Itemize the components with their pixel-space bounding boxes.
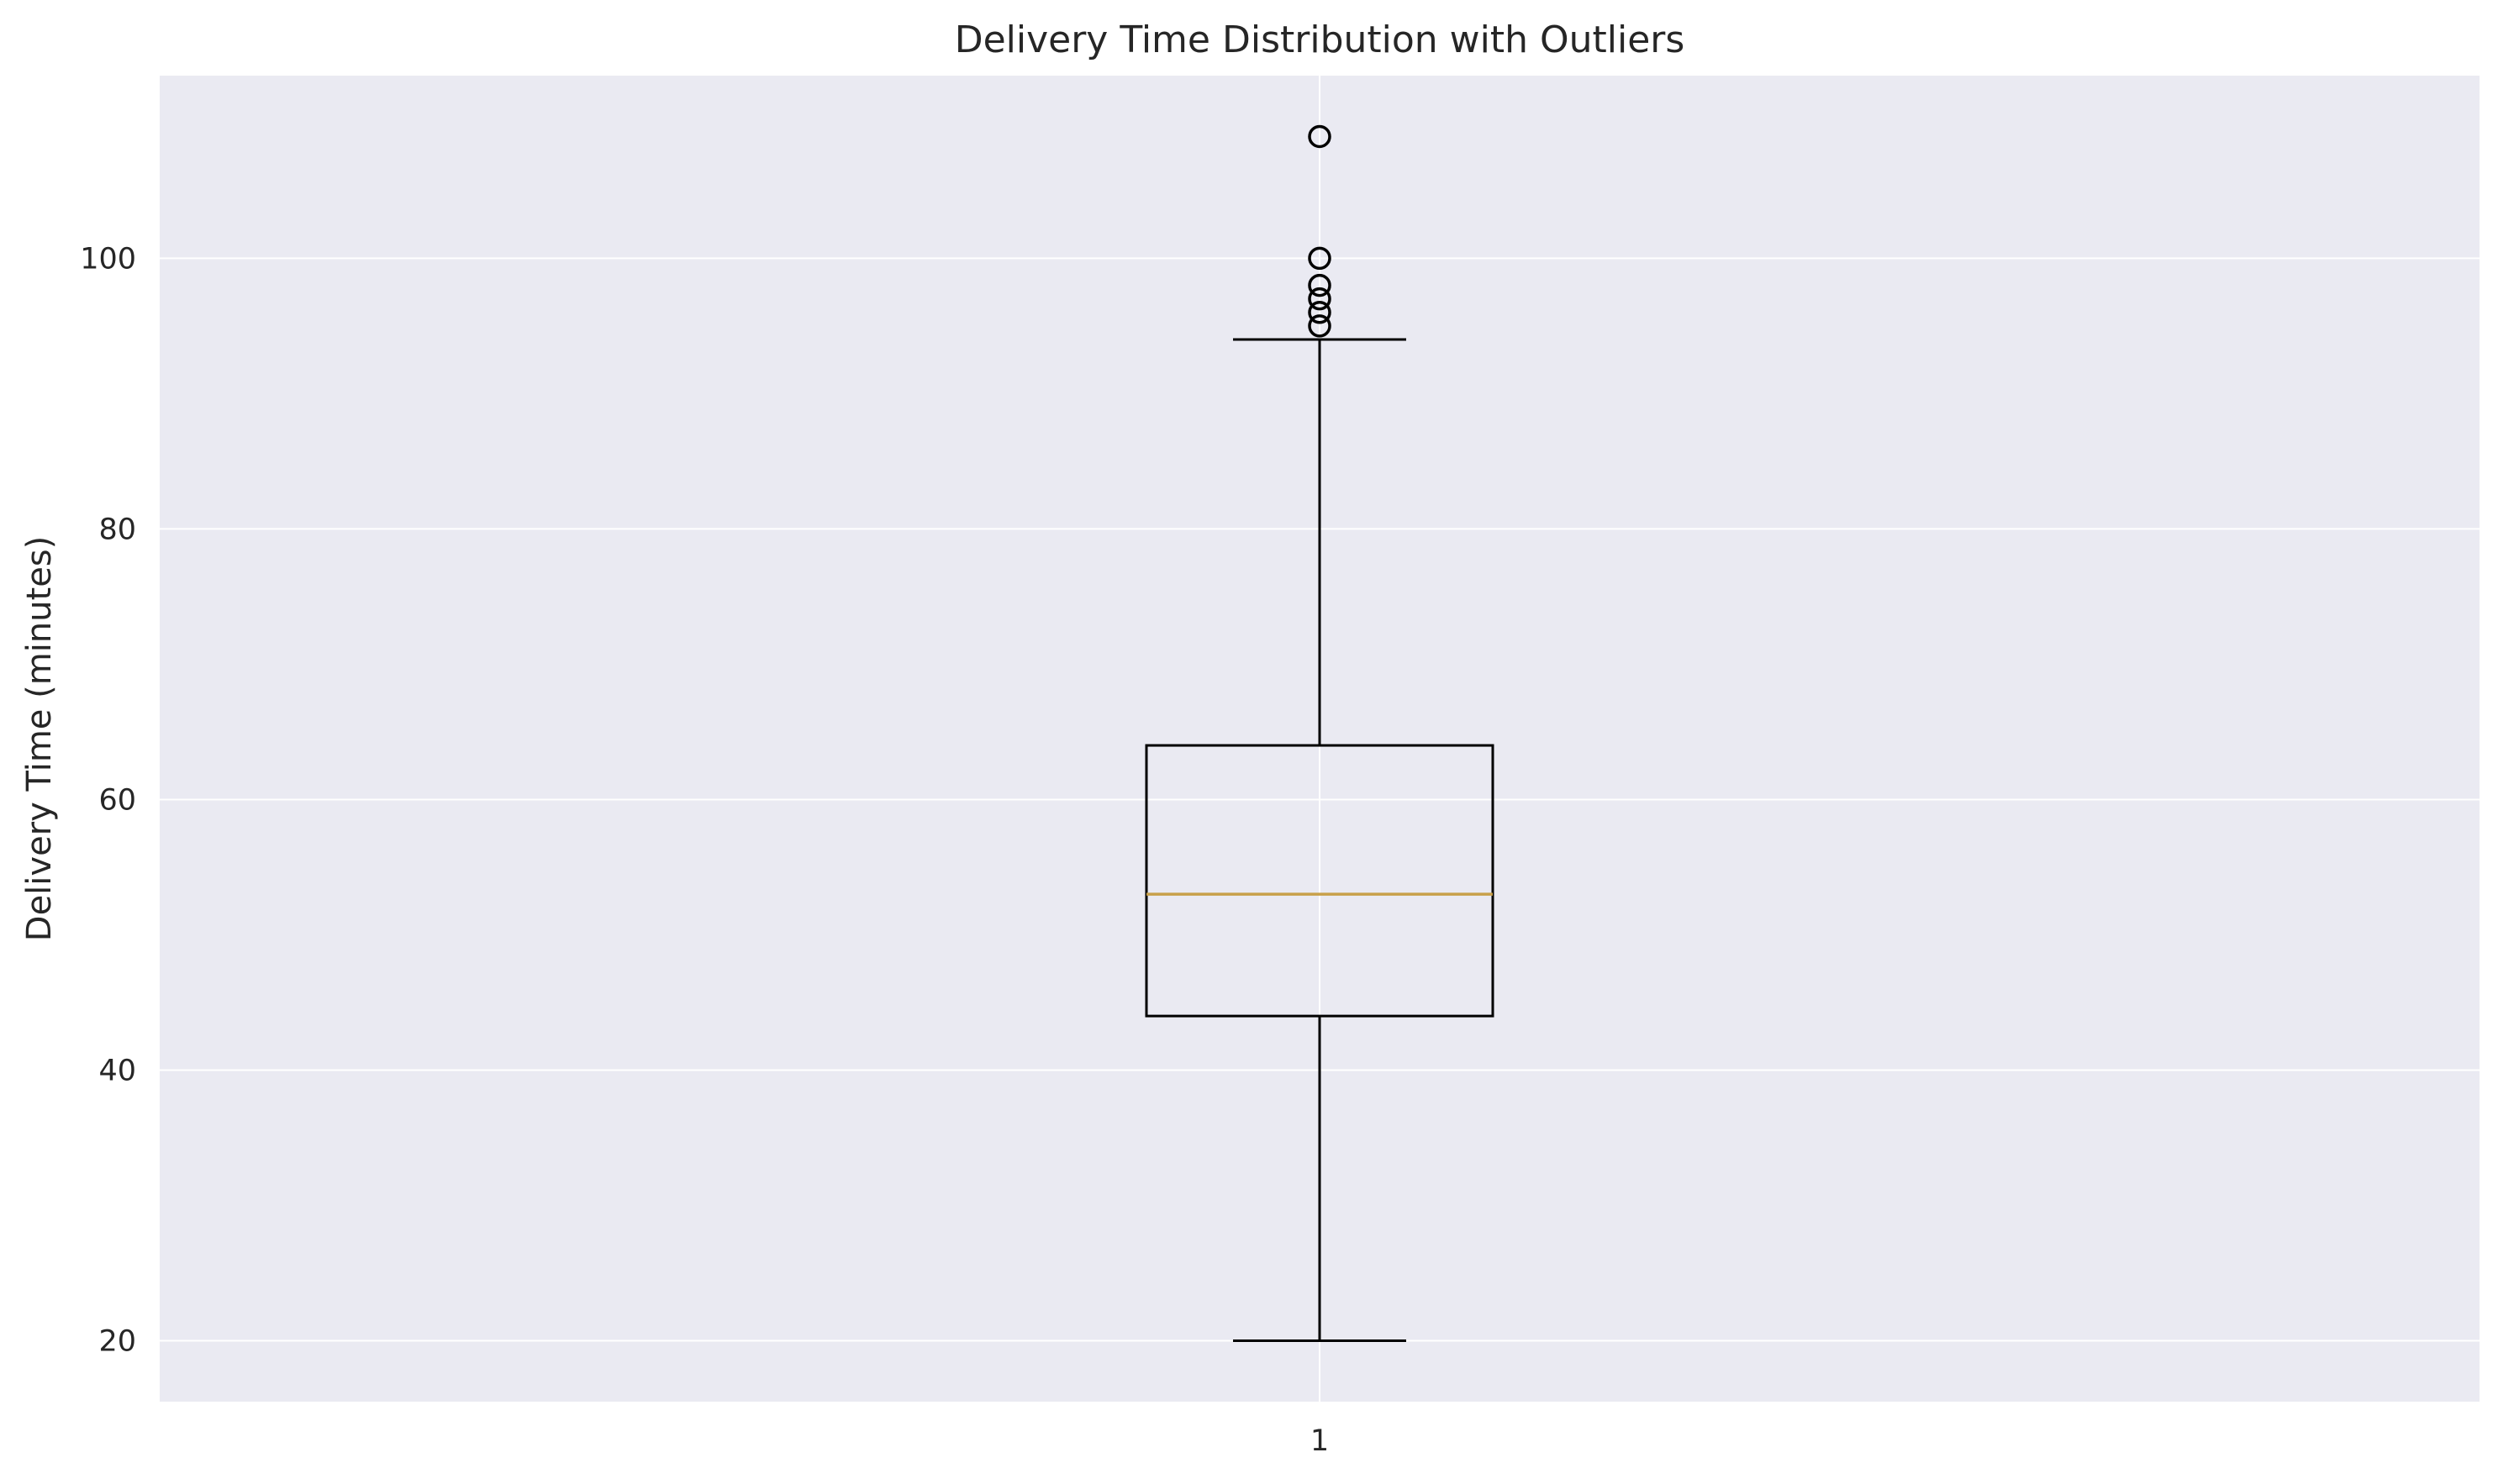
outlier-point [1308,314,1331,338]
box-layer [1145,124,1494,1343]
outlier-point [1308,301,1331,324]
y-tick-label: 40 [98,1055,136,1088]
x-tick-label: 1 [1310,1424,1329,1458]
outlier-point [1308,287,1331,311]
y-tick-label: 60 [98,783,136,817]
outlier-point [1308,273,1331,297]
chart-title: Delivery Time Distribution with Outliers [955,18,1685,61]
outlier-point [1308,246,1331,271]
interquartile-box [1145,744,1494,1018]
y-tick-label: 20 [98,1325,136,1359]
y-axis-label: Delivery Time (minutes) [20,536,59,941]
y-axis-ticks: 20 40 60 80 100 [80,242,136,1358]
outlier-point [1308,124,1331,149]
box-1 [1145,124,1494,1343]
y-tick-label: 100 [80,242,136,276]
x-axis-ticks: 1 [1310,1424,1329,1458]
y-tick-label: 80 [98,513,136,546]
